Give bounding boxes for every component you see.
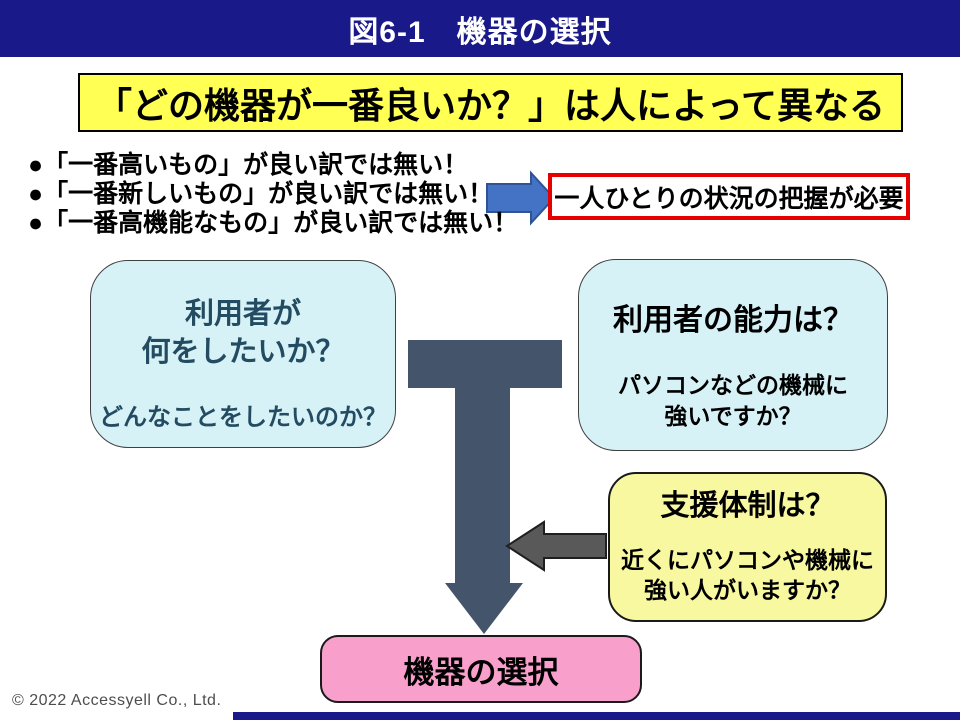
left-arrow-icon (505, 520, 607, 572)
header-bar: 図6-1 機器の選択 (0, 0, 960, 57)
selection-text: 機器の選択 (403, 654, 559, 690)
user-wants-box: 利用者が 何をしたいか？ どんなことをしたいのか？ (90, 260, 396, 448)
user-wants-title: 利用者が 何をしたいか？ (141, 298, 345, 368)
headline-box: 「どの機器が一番良いか？」は人によって異なる (78, 73, 903, 132)
slide-title: 図6-1 機器の選択 (348, 15, 612, 49)
support-title: 支援体制は？ (660, 490, 835, 522)
footer-bar (233, 712, 960, 720)
user-wants-subtitle: どんなことをしたいのか？ (99, 404, 387, 431)
bullet-list: ●「一番高いもの」が良い訳では無い！ ●「一番新しいもの」が良い訳では無い！ ●… (28, 151, 518, 238)
user-ability-box: 利用者の能力は？ パソコンなどの機械に 強いですか？ (578, 259, 888, 451)
headline-text: 「どの機器が一番良いか？」は人によって異なる (95, 84, 886, 126)
selection-box: 機器の選択 (320, 635, 642, 703)
bullet-item: ●「一番新しいもの」が良い訳では無い！ (28, 180, 494, 208)
necessity-text: 一人ひとりの状況の把握が必要 (554, 184, 904, 213)
user-ability-subtitle: パソコンなどの機械に 強いですか？ (618, 372, 848, 429)
down-arrow-icon (408, 340, 562, 634)
support-subtitle: 近くにパソコンや機械に 強い人がいますか？ (621, 547, 874, 603)
copyright-text: © 2022 Accessyell Co., Ltd. (12, 692, 222, 709)
necessity-box: 一人ひとりの状況の把握が必要 (548, 173, 910, 220)
support-box: 支援体制は？ 近くにパソコンや機械に 強い人がいますか？ (608, 472, 887, 622)
user-ability-title: 利用者の能力は？ (613, 304, 853, 337)
bullet-item: ●「一番高機能なもの」が良い訳では無い！ (28, 209, 519, 237)
bullet-item: ●「一番高いもの」が良い訳では無い！ (28, 151, 469, 179)
